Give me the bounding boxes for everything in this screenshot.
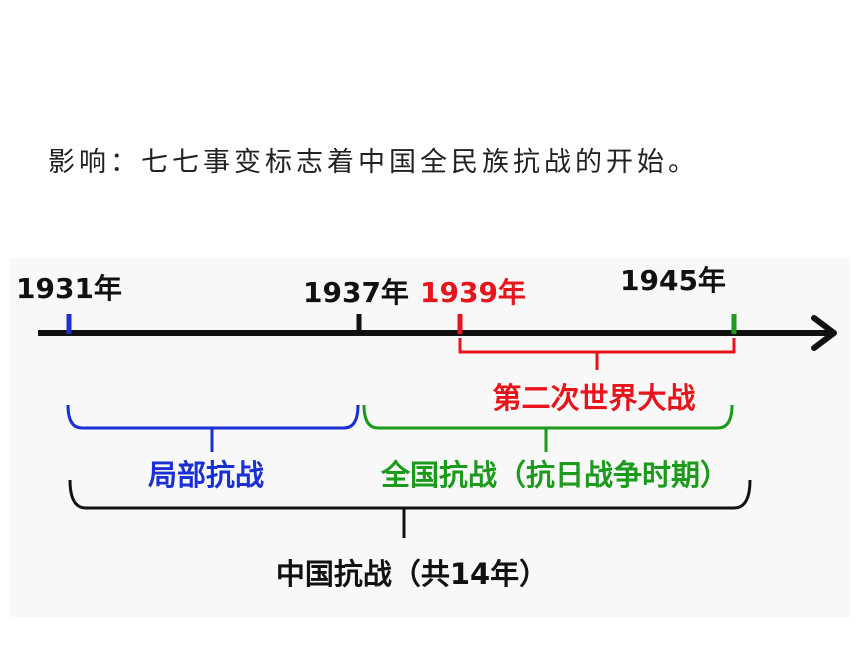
full-war-label: 全国抗战（抗日战争时期） [380,458,729,492]
headline: 影响：七七事变标志着中国全民族抗战的开始。 [48,147,699,178]
year-1931: 1931年 [16,272,122,305]
total-war-bracket [68,479,752,538]
axis-arrow-icon [811,315,837,351]
world-war-label: 第二次世界大战 [492,381,695,415]
total-war-label: 中国抗战（共14年） [276,557,548,591]
full-war-bracket [362,404,734,452]
year-1937: 1937年 [303,276,409,309]
timeline-panel [10,258,850,618]
partial-war-bracket [66,404,360,452]
year-1945: 1945年 [620,264,726,297]
partial-war-label: 局部抗战 [148,458,264,492]
year-1939: 1939年 [420,276,526,309]
world-war-bracket [458,338,736,370]
